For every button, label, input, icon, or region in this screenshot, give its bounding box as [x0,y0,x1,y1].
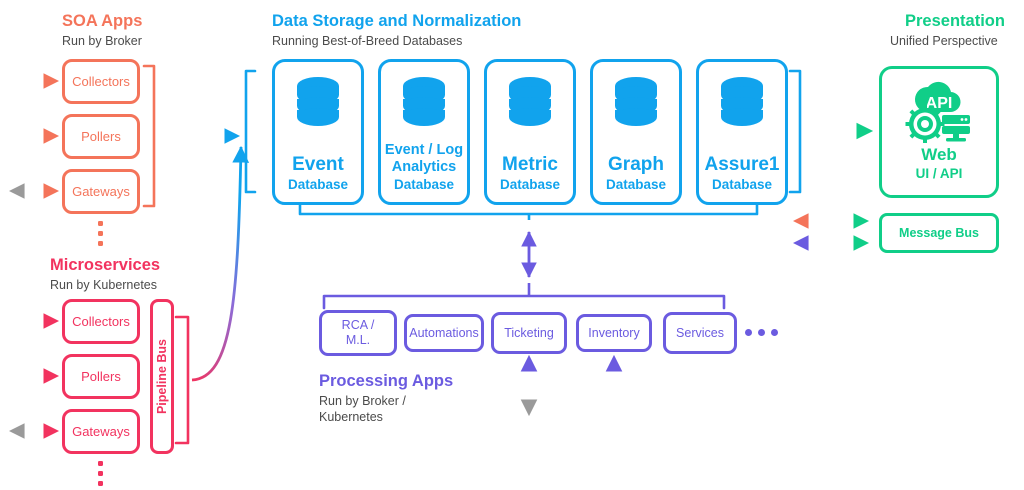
storage-subtitle: Running Best-of-Breed Databases [272,34,463,48]
microservices-box-collectors-label: Collectors [72,313,130,329]
microservices-box-pollers[interactable]: Pollers [62,354,140,399]
microservices-box-collectors[interactable]: Collectors [62,299,140,344]
database-card-event-log-analytics-sub: Database [393,177,455,193]
presentation-web-card[interactable]: API Web UI / API [879,66,999,198]
soa-box-gateways[interactable]: Gateways [62,169,140,214]
soa-box-gateways-label: Gateways [72,183,130,199]
microservices-box-pollers-label: Pollers [81,368,121,384]
database-card-metric-sub: Database [499,177,561,193]
database-card-event[interactable]: Event Database [272,59,364,205]
database-cylinder-icon [509,77,551,126]
database-cylinder-icon [615,77,657,126]
processing-apps-subtitle-line2: Kubernetes [319,410,383,424]
microservices-box-gateways-label: Gateways [72,423,130,439]
processing-apps-horizontal-ellipsis-icon [745,329,778,336]
database-card-metric-name: Metric [502,153,558,175]
api-cloud-gear-server-icon: API [905,81,970,143]
microservices-subtitle: Run by Kubernetes [50,278,158,292]
database-card-event-log-analytics-name: Event / Log Analytics [384,141,464,175]
database-card-graph[interactable]: Graph Database [590,59,682,205]
pipeline-bus-label: Pipeline Bus [154,338,169,415]
presentation-web-name: Web [921,145,957,165]
processing-app-ticketing[interactable]: Ticketing [491,312,567,354]
database-card-assure1[interactable]: Assure1 Database [696,59,788,205]
processing-app-services-label: Services [676,325,724,340]
soa-box-collectors[interactable]: Collectors [62,59,140,104]
soa-box-collectors-label: Collectors [72,73,130,89]
microservices-box-gateways[interactable]: Gateways [62,409,140,454]
processing-app-services[interactable]: Services [663,312,737,354]
processing-app-inventory-label: Inventory [588,325,640,340]
soa-vertical-ellipsis-icon [98,221,103,246]
presentation-web-sub: UI / API [915,166,963,182]
processing-app-ticketing-label: Ticketing [504,325,554,340]
svg-text:API: API [926,95,953,112]
database-card-metric[interactable]: Metric Database [484,59,576,205]
processing-apps-title: Processing Apps [319,372,454,390]
processing-app-inventory[interactable]: Inventory [576,314,652,352]
database-card-event-name: Event [292,153,344,175]
soa-apps-subtitle: Run by Broker [62,34,142,48]
presentation-subtitle: Unified Perspective [890,34,998,48]
microservices-vertical-ellipsis-icon [98,461,103,486]
database-card-assure1-sub: Database [711,177,773,193]
soa-box-pollers-label: Pollers [81,128,121,144]
processing-app-automations-label: Automations [409,325,479,340]
database-cylinder-icon [721,77,763,126]
pipeline-bus[interactable]: Pipeline Bus [150,299,174,454]
message-bus[interactable]: Message Bus [879,213,999,253]
database-card-event-log-analytics[interactable]: Event / Log Analytics Database [378,59,470,205]
processing-app-rca-ml-label: RCA / M.L. [341,318,375,347]
message-bus-label: Message Bus [899,225,979,240]
database-card-event-sub: Database [287,177,349,193]
database-cylinder-icon [403,77,445,126]
database-card-assure1-name: Assure1 [704,153,780,175]
database-cylinder-icon [297,77,339,126]
processing-app-automations[interactable]: Automations [404,314,484,352]
microservices-title: Microservices [50,256,161,274]
database-card-graph-name: Graph [608,153,664,175]
soa-apps-title: SOA Apps [62,12,143,30]
presentation-title: Presentation [905,12,1005,30]
processing-apps-subtitle-line1: Run by Broker / [319,394,406,408]
soa-box-pollers[interactable]: Pollers [62,114,140,159]
database-card-graph-sub: Database [605,177,667,193]
processing-app-rca-ml[interactable]: RCA / M.L. [319,310,397,356]
storage-title: Data Storage and Normalization [272,12,522,30]
